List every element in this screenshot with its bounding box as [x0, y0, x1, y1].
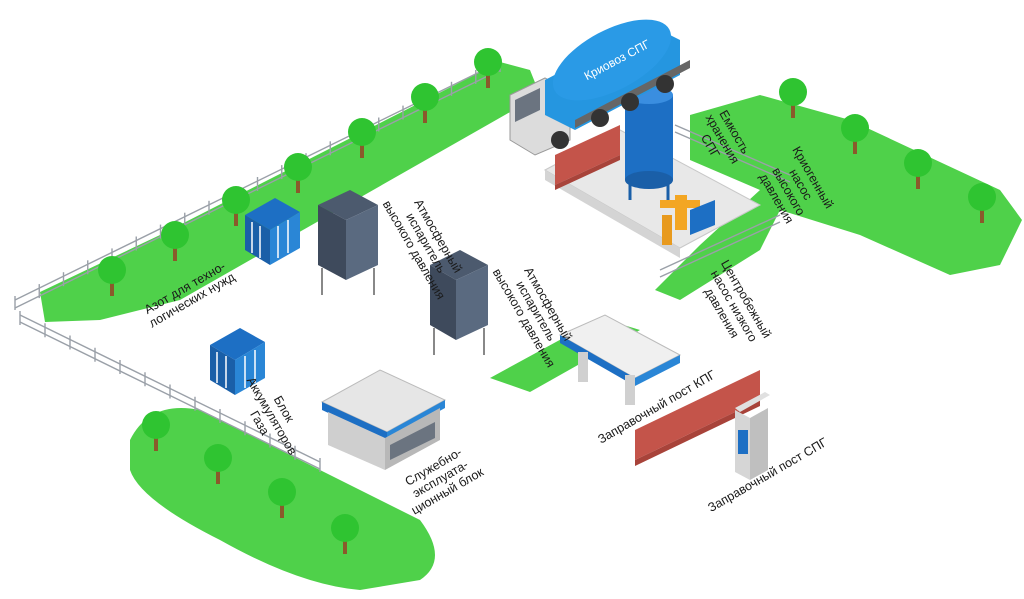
centrifugal-pump: [662, 215, 672, 245]
storage-slab-side: [545, 170, 680, 258]
service-building: [320, 369, 447, 470]
grass-area-left: [40, 62, 540, 322]
tree-crown: [204, 444, 232, 472]
tree-crown: [348, 118, 376, 146]
tree-crown: [474, 48, 502, 76]
tree-trunk: [486, 72, 490, 88]
fence-right: [659, 124, 791, 278]
evaporator-1: [318, 190, 378, 295]
tree-crown: [411, 83, 439, 111]
cng-fueling-post: [558, 314, 682, 405]
tree-trunk: [791, 102, 795, 118]
tree-crown: [968, 183, 996, 211]
tree-crown: [331, 514, 359, 542]
tree-trunk: [423, 107, 427, 123]
tree-trunk: [343, 538, 347, 554]
grass-area-right: [655, 95, 1022, 300]
tree-trunk: [154, 435, 158, 451]
tree-crown: [779, 78, 807, 106]
tree-trunk: [234, 210, 238, 226]
tree-trunk: [360, 142, 364, 158]
tree-crown: [98, 256, 126, 284]
cryo-truck: [509, 19, 690, 156]
tree-trunk: [216, 468, 220, 484]
tree-trunk: [110, 280, 114, 296]
tree-trunk: [916, 173, 920, 189]
brick-wall-lng: [635, 370, 760, 466]
tree-trunk: [853, 138, 857, 154]
trees: [98, 48, 996, 554]
tree-trunk: [296, 177, 300, 193]
tree-crown: [142, 411, 170, 439]
lng-fueling-post: [735, 392, 770, 480]
gas-accumulator-block: [210, 328, 265, 395]
tree-trunk: [980, 207, 984, 223]
tree-crown: [841, 114, 869, 142]
tree-crown: [222, 186, 250, 214]
tree-crown: [904, 149, 932, 177]
tree-crown: [161, 221, 189, 249]
brick-wall-storage: [555, 125, 620, 190]
cryogenic-pump: [660, 195, 715, 235]
tree-trunk: [280, 502, 284, 518]
nitrogen-block: [245, 198, 300, 265]
tree-trunk: [173, 245, 177, 261]
evaporator-2: [430, 250, 488, 355]
tree-crown: [268, 478, 296, 506]
tree-crown: [284, 153, 312, 181]
